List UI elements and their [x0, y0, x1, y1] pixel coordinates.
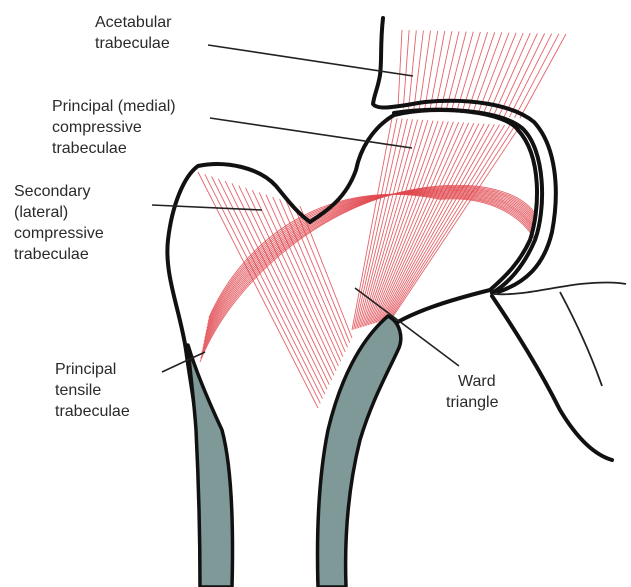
medial-trabecula — [374, 123, 463, 324]
label-acetabular: Acetabular trabeculae — [95, 14, 176, 52]
acetabular-trabecula — [419, 31, 430, 110]
medial-trabecula — [363, 120, 428, 326]
ischium-inner-outline — [560, 292, 602, 386]
label-principal-tensile-line2: tensile — [55, 382, 101, 399]
label-secondary-compressive-line2: (lateral) — [14, 204, 68, 221]
medial-trabecula — [371, 122, 453, 324]
acetabular-trabecula — [425, 31, 438, 110]
label-ward: Ward triangle — [446, 373, 500, 411]
label-principal-compressive-line1: Principal (medial) — [52, 98, 176, 115]
pelvis-lower-outline — [492, 296, 612, 460]
label-secondary-compressive-line1: Secondary — [14, 183, 91, 200]
label-secondary-compressive-line4: trabeculae — [14, 246, 89, 263]
acetabular-trabecula — [509, 34, 551, 117]
acetabular-trabecula — [520, 34, 566, 118]
medial-trabecula — [384, 124, 494, 320]
label-ward-line2: triangle — [446, 394, 499, 411]
label-ward-line1: Ward — [458, 373, 496, 390]
label-acetabular-line2: trabeculae — [95, 35, 170, 52]
principal-tensile-trabeculae — [200, 185, 534, 362]
leader-secondary-compressive — [152, 205, 262, 210]
label-principal-compressive-line3: trabeculae — [52, 140, 127, 157]
label-secondary-compressive: Secondary (lateral) compressive trabecul… — [14, 183, 108, 263]
label-principal-tensile-line1: Principal — [55, 361, 116, 378]
label-secondary-compressive-line3: compressive — [14, 225, 104, 242]
acetabular-trabecula — [515, 34, 559, 118]
label-principal-compressive-line2: compressive — [52, 119, 142, 136]
label-acetabular-line1: Acetabular — [95, 14, 172, 31]
lateral-cortex — [188, 345, 233, 587]
medial-trabecula — [354, 118, 398, 329]
lateral-trabecula — [218, 179, 324, 394]
label-principal-tensile: Principal tensile trabeculae — [55, 361, 130, 420]
leader-principal-tensile — [162, 352, 205, 372]
medial-trabecula — [381, 124, 484, 322]
acetabular-trabecula — [398, 30, 402, 108]
label-principal-tensile-line3: trabeculae — [55, 403, 130, 420]
label-principal-compressive: Principal (medial) compressive trabecula… — [52, 98, 180, 157]
acetabular-trabecula — [403, 30, 409, 108]
